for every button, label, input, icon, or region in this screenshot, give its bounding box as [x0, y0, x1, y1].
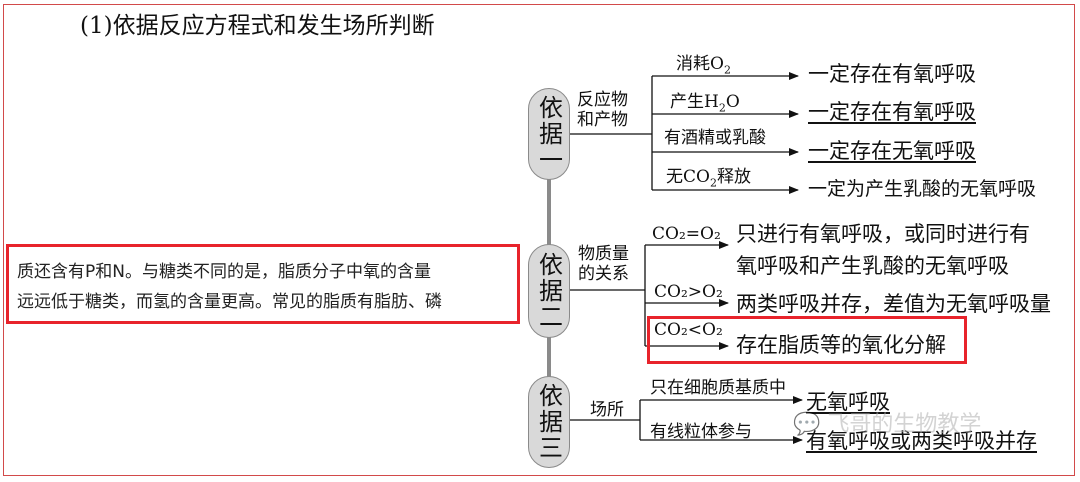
outer-frame: [3, 4, 1075, 476]
condition-no-co2: 无CO2释放: [666, 167, 751, 190]
condition-co2-equal-o2: CO₂=O₂: [652, 224, 721, 244]
watermark: 💬 飞哥的生物教学: [793, 412, 982, 437]
textbook-excerpt: 质还含有P和N。与糖类不同的是，脂质分子中氧的含量 远远低于糖类，而氢的含量更高…: [6, 244, 520, 324]
condition-cytoplasm: 只在细胞质基质中: [650, 378, 786, 398]
page-title: (1)依据反应方程式和发生场所判断: [80, 13, 435, 39]
result-location-aerobic-or-both: 有氧呼吸或两类呼吸并存: [806, 429, 1037, 453]
category-reactants: 反应物 和产物: [577, 90, 628, 130]
chat-bubble-icon: 💬: [793, 412, 821, 437]
condition-consume-o2: 消耗O2: [676, 54, 731, 77]
condition-co2-less-o2: CO₂<O₂: [654, 320, 723, 340]
category-location: 场所: [590, 400, 624, 420]
result-lactic-anaerobic: 一定为产生乳酸的无氧呼吸: [808, 178, 1037, 200]
basis-two-pill: 依据二: [528, 244, 570, 338]
condition-mitochondria: 有线粒体参与: [650, 422, 752, 442]
condition-alcohol-lactic: 有酒精或乳酸: [664, 128, 766, 148]
condition-co2-greater-o2: CO₂>O₂: [654, 282, 723, 302]
result-anaerobic: 一定存在无氧呼吸: [808, 139, 976, 163]
basis-three-pill: 依据三: [528, 376, 570, 468]
result-aerobic-1: 一定存在有氧呼吸: [808, 62, 976, 86]
category-quantity: 物质量 的关系: [578, 244, 629, 284]
result-greater: 两类呼吸并存，差值为无氧呼吸量: [736, 292, 1051, 316]
condition-produce-h2o: 产生H2O: [670, 92, 740, 115]
highlight-box: [647, 316, 967, 364]
result-equal: 只进行有氧呼吸，或同时进行有 氧呼吸和产生乳酸的无氧呼吸: [736, 222, 1030, 278]
result-less: 存在脂质等的氧化分解: [736, 333, 946, 357]
basis-one-pill: 依据一: [528, 88, 570, 180]
result-aerobic-2: 一定存在有氧呼吸: [808, 100, 976, 124]
result-location-anaerobic: 无氧呼吸: [806, 390, 890, 414]
